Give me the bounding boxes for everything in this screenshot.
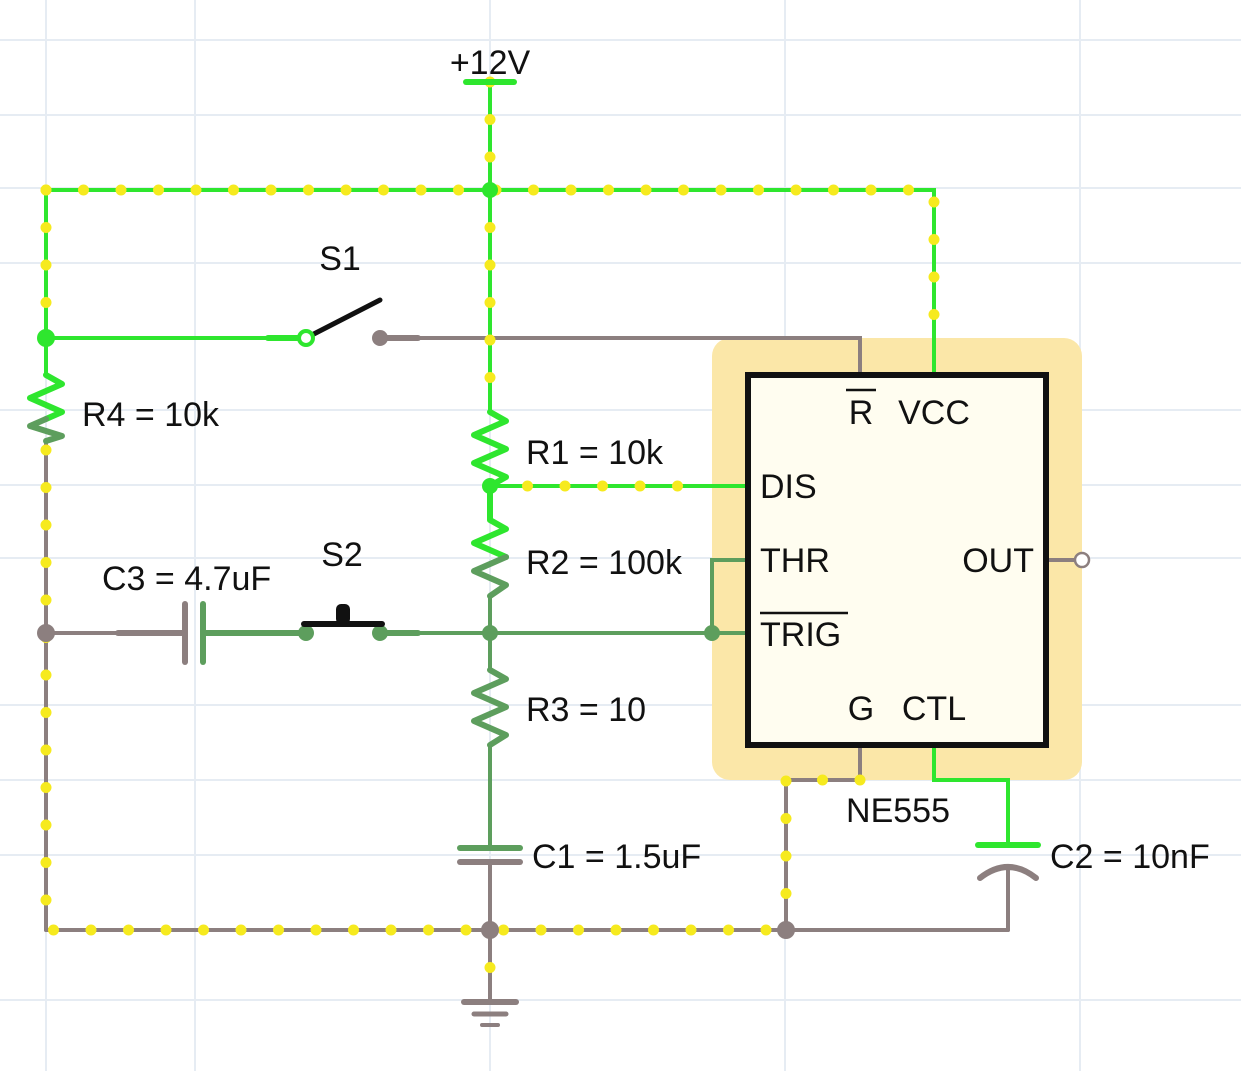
r3-label: R3 = 10 xyxy=(526,691,646,729)
pin-vcc: VCC xyxy=(898,394,970,432)
pin-gnd: G xyxy=(848,690,874,728)
c1-label: C1 = 1.5uF xyxy=(532,838,701,876)
junction-nodes xyxy=(37,182,795,939)
r4-label: R4 = 10k xyxy=(82,396,220,434)
pin-dis: DIS xyxy=(760,468,817,506)
pin-ctl: CTL xyxy=(902,690,966,728)
capacitor-c1[interactable]: C1 = 1.5uF xyxy=(457,838,701,876)
push-button-s2[interactable]: S2 xyxy=(267,536,421,641)
resistor-r4[interactable]: R4 = 10k xyxy=(27,372,220,444)
output-terminal[interactable] xyxy=(1073,551,1091,569)
supply-label: +12V xyxy=(450,44,531,82)
resistor-r2[interactable]: R2 = 100k xyxy=(471,483,683,599)
switch-s1[interactable]: S1 xyxy=(265,240,421,347)
capacitor-c2[interactable]: C2 = 10nF xyxy=(975,838,1210,881)
resistor-r3[interactable]: R3 = 10 xyxy=(471,667,646,748)
capacitor-c3[interactable]: C3 = 4.7uF xyxy=(102,560,273,665)
supply-terminal[interactable]: +12V xyxy=(450,44,531,85)
r1-label: R1 = 10k xyxy=(526,434,664,472)
current-flow-dots xyxy=(40,76,940,1006)
pin-thr: THR xyxy=(760,542,830,580)
chip-body xyxy=(745,372,1049,748)
ground-symbol[interactable] xyxy=(461,999,519,1027)
s1-label: S1 xyxy=(319,240,361,278)
ne555-chip[interactable]: R VCC DIS THR TRIG OUT G CTL NE555 xyxy=(745,372,1049,830)
pin-trig: TRIG xyxy=(760,616,841,654)
r2-label: R2 = 100k xyxy=(526,544,683,582)
s2-label: S2 xyxy=(321,536,363,574)
c2-label: C2 = 10nF xyxy=(1050,838,1210,876)
pin-reset: R xyxy=(849,394,874,432)
chip-label: NE555 xyxy=(846,792,950,830)
c3-label: C3 = 4.7uF xyxy=(102,560,271,598)
pin-out: OUT xyxy=(962,542,1034,580)
resistor-r1[interactable]: R1 = 10k xyxy=(471,409,664,489)
